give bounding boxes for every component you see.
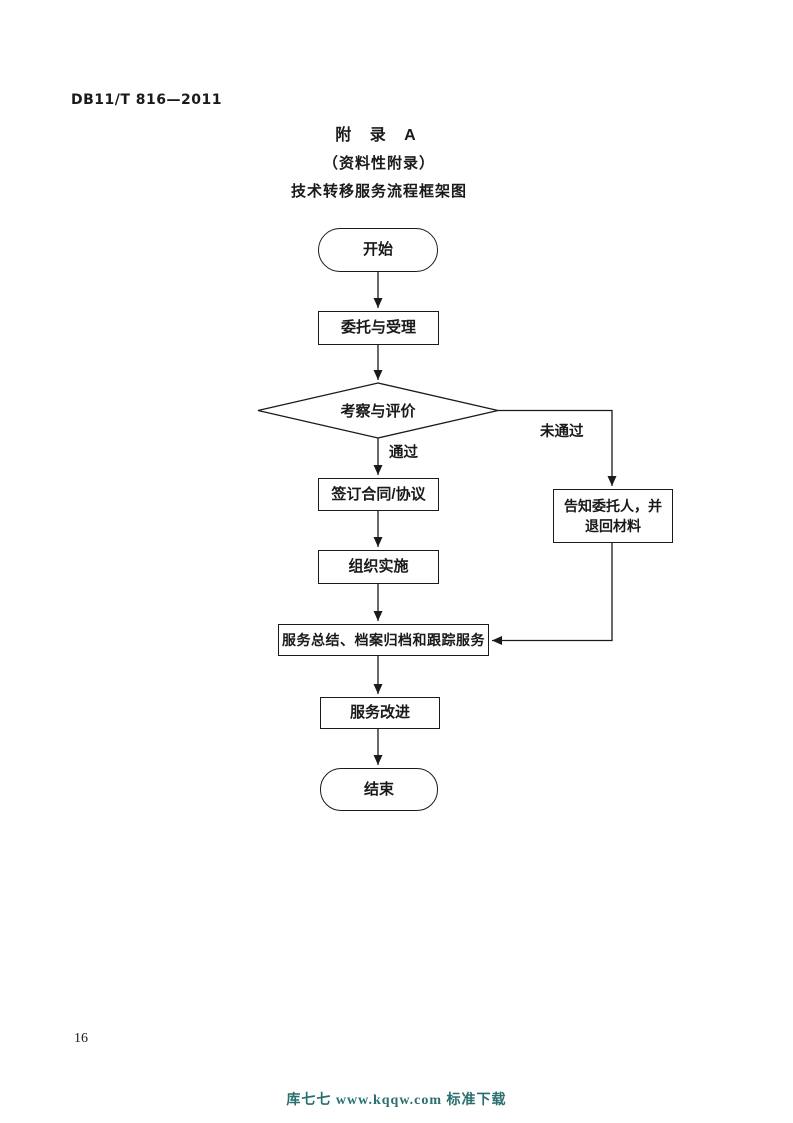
footer-watermark-text: 库七七 www.kqqw.com 标准下载 bbox=[286, 1093, 507, 1108]
node-evaluation-decision: 考察与评价 bbox=[340, 403, 416, 420]
node-service-improvement: 服务改进 bbox=[320, 697, 440, 729]
notify-line-2: 退回材料 bbox=[585, 518, 641, 534]
node-commission-acceptance: 委托与受理 bbox=[318, 311, 439, 345]
node-implementation: 组织实施 bbox=[318, 550, 439, 584]
standard-number: DB11/T 816—2011 bbox=[71, 92, 222, 108]
node-notify-return-materials: 告知委托人，并 退回材料 bbox=[553, 489, 673, 543]
appendix-title-block: 附 录 A （资料性附录） 技术转移服务流程框架图 bbox=[0, 121, 758, 201]
edge-label-pass: 通过 bbox=[389, 445, 418, 461]
appendix-subtitle: （资料性附录） bbox=[322, 155, 435, 172]
edge-label-fail: 未通过 bbox=[540, 424, 584, 440]
notify-line-1: 告知委托人，并 bbox=[564, 498, 662, 514]
arrow-notify-to-summary bbox=[492, 543, 613, 645]
node-end: 结束 bbox=[320, 768, 438, 811]
node-sign-contract: 签订合同/协议 bbox=[318, 478, 439, 511]
decision-diamond-shape bbox=[257, 382, 499, 439]
arrow-evaluate-to-notify bbox=[498, 409, 617, 486]
appendix-title: 附 录 A bbox=[335, 127, 423, 144]
page-number: 16 bbox=[74, 1031, 88, 1046]
node-start: 开始 bbox=[318, 228, 438, 272]
node-summary-archive-tracking: 服务总结、档案归档和跟踪服务 bbox=[278, 624, 489, 656]
appendix-heading: 技术转移服务流程框架图 bbox=[290, 183, 467, 200]
